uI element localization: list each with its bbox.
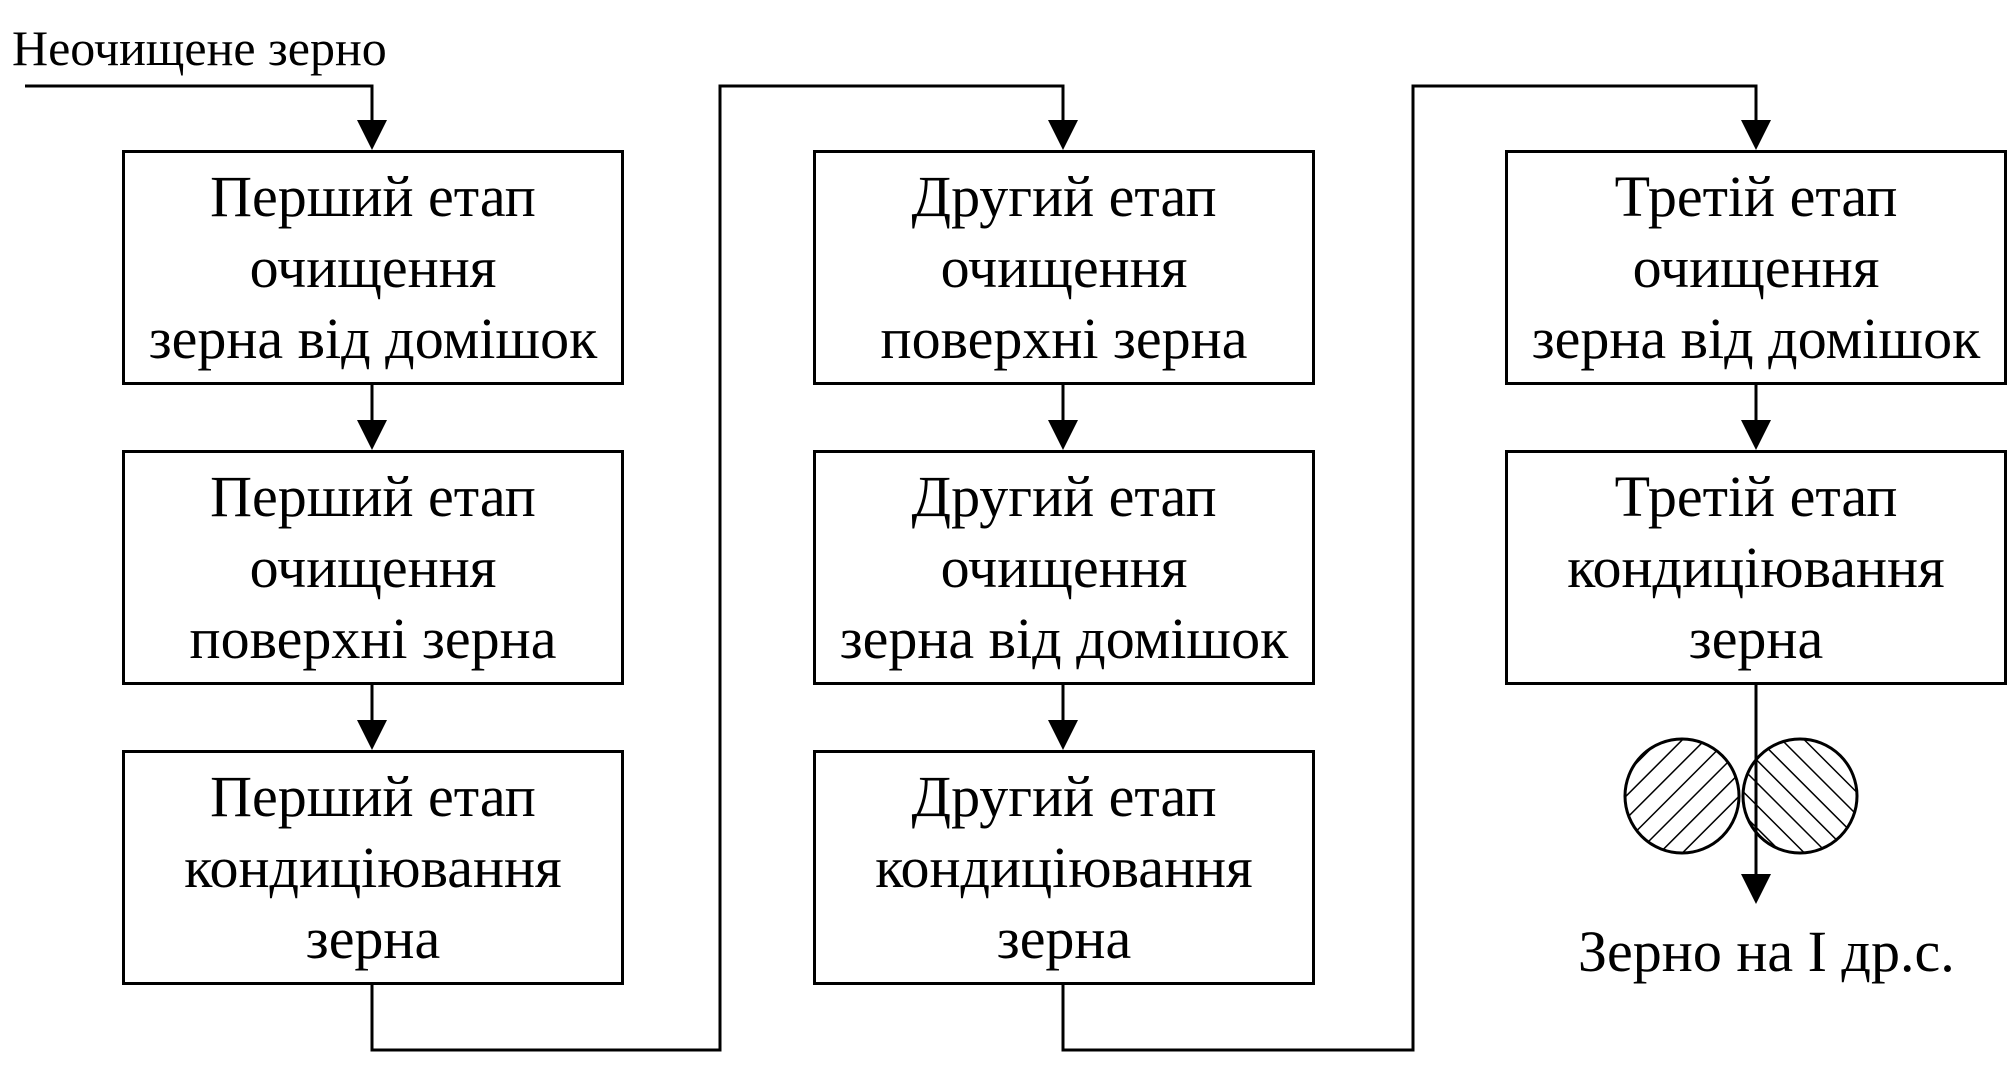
stage-line: очищення: [249, 235, 497, 300]
stage-line: зерна від домішок: [839, 606, 1289, 671]
connector-col2-col3: [1061, 84, 1758, 1052]
stage-line: Перший етап: [210, 764, 536, 829]
stage-line: очищення: [940, 235, 1188, 300]
stage-line: кондиціювання: [184, 835, 562, 900]
stage-line: Перший етап: [210, 164, 536, 229]
stage-box: Другий етап очищення зерна від домішок: [813, 450, 1315, 685]
connector-col1-col2: [370, 84, 1065, 1052]
stage-box: Другий етап кондиціювання зерна: [813, 750, 1315, 985]
stage-box: Перший етап очищення поверхні зерна: [122, 450, 624, 685]
arrowhead: [1741, 420, 1771, 450]
stage-line: поверхні зерна: [189, 606, 557, 671]
stage-line: поверхні зерна: [880, 306, 1248, 371]
stage-line: зерна від домішок: [1531, 306, 1981, 371]
stage-line: зерна: [996, 906, 1132, 971]
arrowhead: [1048, 120, 1078, 150]
stage-line: Другий етап: [911, 464, 1217, 529]
arrowhead: [1048, 720, 1078, 750]
stage-line: очищення: [249, 535, 497, 600]
stage-line: зерна від домішок: [148, 306, 598, 371]
stage-box: Третій етап очищення зерна від домішок: [1505, 150, 2007, 385]
stage-line: зерна: [1688, 606, 1824, 671]
arrowhead: [1048, 420, 1078, 450]
stage-line: Другий етап: [911, 764, 1217, 829]
stage-line: Перший етап: [210, 464, 536, 529]
stage-box: Перший етап кондиціювання зерна: [122, 750, 624, 985]
stage-line: очищення: [1632, 235, 1880, 300]
stage-line: Другий етап: [911, 164, 1217, 229]
grain-icon: [1741, 737, 1859, 855]
stage-line: кондиціювання: [1567, 535, 1945, 600]
arrowhead: [357, 720, 387, 750]
stage-box: Перший етап очищення зерна від домішок: [122, 150, 624, 385]
arrowhead: [357, 420, 387, 450]
input-label: Неочищене зерно: [12, 20, 387, 76]
arrowhead: [1741, 874, 1771, 904]
stage-box: Третій етап кондиціювання зерна: [1505, 450, 2007, 685]
output-label: Зерно на I др.с.: [1578, 919, 1955, 984]
input-connector: [25, 84, 374, 138]
arrowhead: [357, 120, 387, 150]
stage-box: Другий етап очищення поверхні зерна: [813, 150, 1315, 385]
stage-line: Третій етап: [1614, 464, 1898, 529]
stage-line: зерна: [305, 906, 441, 971]
arrowhead: [1741, 120, 1771, 150]
stage-line: кондиціювання: [875, 835, 1253, 900]
grain-icon: [1623, 737, 1741, 855]
stage-line: Третій етап: [1614, 164, 1898, 229]
stage-line: очищення: [940, 535, 1188, 600]
